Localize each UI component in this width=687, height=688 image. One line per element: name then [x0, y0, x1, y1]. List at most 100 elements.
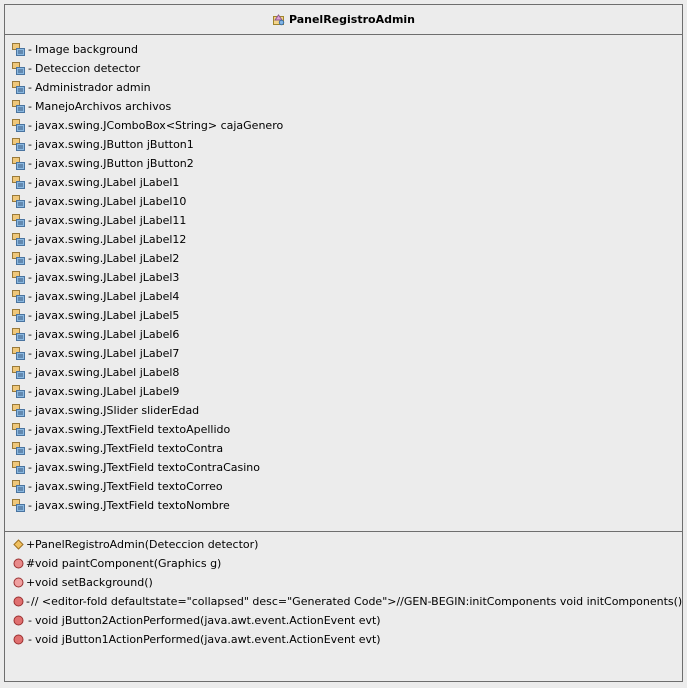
field-icon: [12, 347, 25, 360]
field-row: -javax.swing.JComboBox<String> cajaGener…: [12, 116, 682, 135]
field-icon: [12, 100, 25, 113]
protected-method-icon: [12, 557, 25, 570]
method-row: #void paintComponent(Graphics g): [12, 554, 682, 573]
visibility-marker: -: [28, 290, 32, 303]
field-icon: [12, 176, 25, 189]
visibility-marker: -: [28, 271, 32, 284]
field-icon: [12, 138, 25, 151]
field-signature: javax.swing.JLabel jLabel7: [35, 347, 180, 360]
field-row: -javax.swing.JLabel jLabel2: [12, 249, 682, 268]
constructor-icon: [12, 538, 25, 551]
field-signature: javax.swing.JButton jButton1: [35, 138, 194, 151]
field-signature: javax.swing.JLabel jLabel11: [35, 214, 187, 227]
field-signature: Administrador admin: [35, 81, 151, 94]
visibility-marker: -: [28, 404, 32, 417]
visibility-marker: -: [28, 442, 32, 455]
public-method-icon: [12, 576, 25, 589]
field-icon: [12, 461, 25, 474]
field-signature: javax.swing.JComboBox<String> cajaGenero: [35, 119, 284, 132]
field-signature: javax.swing.JButton jButton2: [35, 157, 194, 170]
field-signature: javax.swing.JLabel jLabel4: [35, 290, 180, 303]
visibility-marker: -: [28, 385, 32, 398]
field-signature: javax.swing.JLabel jLabel8: [35, 366, 180, 379]
ctor-signature: PanelRegistroAdmin(Deteccion detector): [35, 538, 259, 551]
visibility-marker: -: [28, 176, 32, 189]
field-row: -javax.swing.JButton jButton2: [12, 154, 682, 173]
field-signature: javax.swing.JSlider sliderEdad: [35, 404, 200, 417]
field-row: -javax.swing.JLabel jLabel9: [12, 382, 682, 401]
visibility-marker: +: [26, 576, 36, 589]
field-signature: javax.swing.JTextField textoContra: [35, 442, 224, 455]
field-icon: [12, 328, 25, 341]
field-icon: [12, 423, 25, 436]
class-icon: [272, 13, 285, 26]
field-icon: [12, 385, 25, 398]
method-signature: void jButton2ActionPerformed(java.awt.ev…: [35, 614, 381, 627]
field-signature: javax.swing.JLabel jLabel2: [35, 252, 180, 265]
visibility-marker: -: [28, 499, 32, 512]
field-signature: javax.swing.JTextField textoNombre: [35, 499, 230, 512]
visibility-marker: -: [28, 423, 32, 436]
field-icon: [12, 81, 25, 94]
field-signature: javax.swing.JLabel jLabel3: [35, 271, 180, 284]
field-row: -javax.swing.JLabel jLabel10: [12, 192, 682, 211]
visibility-marker: -: [28, 43, 32, 56]
field-row: -Deteccion detector: [12, 59, 682, 78]
field-icon: [12, 119, 25, 132]
field-icon: [12, 195, 25, 208]
visibility-marker: -: [26, 595, 30, 608]
field-row: -javax.swing.JLabel jLabel7: [12, 344, 682, 363]
field-row: -javax.swing.JLabel jLabel5: [12, 306, 682, 325]
visibility-marker: -: [28, 366, 32, 379]
field-signature: javax.swing.JLabel jLabel10: [35, 195, 187, 208]
field-icon: [12, 252, 25, 265]
visibility-marker: -: [28, 119, 32, 132]
field-signature: javax.swing.JLabel jLabel5: [35, 309, 180, 322]
field-signature: javax.swing.JLabel jLabel9: [35, 385, 180, 398]
visibility-marker: -: [28, 62, 32, 75]
field-icon: [12, 480, 25, 493]
visibility-marker: -: [28, 347, 32, 360]
field-icon: [12, 271, 25, 284]
field-signature: javax.swing.JTextField textoApellido: [35, 423, 231, 436]
visibility-marker: -: [28, 138, 32, 151]
visibility-marker: -: [28, 214, 32, 227]
field-row: -javax.swing.JLabel jLabel6: [12, 325, 682, 344]
visibility-marker: -: [28, 614, 32, 627]
field-row: -Administrador admin: [12, 78, 682, 97]
visibility-marker: -: [28, 480, 32, 493]
field-row: -javax.swing.JLabel jLabel11: [12, 211, 682, 230]
field-row: -javax.swing.JButton jButton1: [12, 135, 682, 154]
ctor-row: +PanelRegistroAdmin(Deteccion detector): [12, 535, 682, 554]
field-icon: [12, 442, 25, 455]
field-icon: [12, 309, 25, 322]
field-row: -javax.swing.JSlider sliderEdad: [12, 401, 682, 420]
visibility-marker: -: [28, 328, 32, 341]
method-signature: // <editor-fold defaultstate="collapsed"…: [30, 595, 683, 608]
method-signature: void paintComponent(Graphics g): [35, 557, 222, 570]
field-row: -javax.swing.JLabel jLabel12: [12, 230, 682, 249]
visibility-marker: -: [28, 157, 32, 170]
field-icon: [12, 157, 25, 170]
field-icon: [12, 43, 25, 56]
visibility-marker: #: [26, 557, 36, 570]
field-signature: javax.swing.JLabel jLabel12: [35, 233, 187, 246]
visibility-marker: -: [28, 633, 32, 646]
field-row: -javax.swing.JLabel jLabel4: [12, 287, 682, 306]
field-icon: [12, 62, 25, 75]
field-row: -javax.swing.JTextField textoNombre: [12, 496, 682, 515]
field-icon: [12, 290, 25, 303]
field-signature: javax.swing.JLabel jLabel1: [35, 176, 180, 189]
field-row: -javax.swing.JLabel jLabel1: [12, 173, 682, 192]
field-icon: [12, 214, 25, 227]
field-signature: javax.swing.JTextField textoCorreo: [35, 480, 223, 493]
field-row: -ManejoArchivos archivos: [12, 97, 682, 116]
method-row: -void jButton2ActionPerformed(java.awt.e…: [12, 611, 682, 630]
method-row: +void setBackground(): [12, 573, 682, 592]
field-signature: Deteccion detector: [35, 62, 141, 75]
field-row: -javax.swing.JLabel jLabel3: [12, 268, 682, 287]
visibility-marker: +: [26, 538, 36, 551]
visibility-marker: -: [28, 309, 32, 322]
private-method-icon: [12, 595, 25, 608]
field-row: -javax.swing.JTextField textoContraCasin…: [12, 458, 682, 477]
